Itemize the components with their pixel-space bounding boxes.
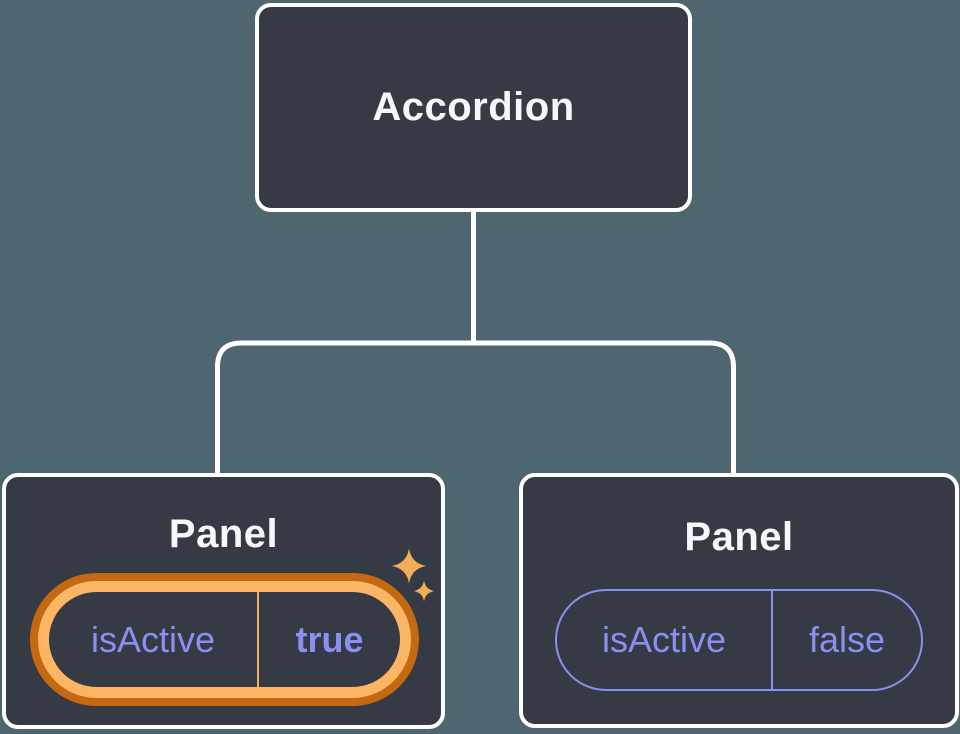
state-pill-divider [771, 591, 773, 689]
state-key-label: isActive [601, 619, 727, 660]
state-pill-active: isActive true [38, 581, 411, 698]
state-pill-divider [257, 592, 259, 687]
accordion-node: Accordion [255, 3, 692, 212]
state-key-label: isActive [90, 618, 216, 660]
connector-branch-bracket [215, 340, 736, 475]
accordion-node-label: Accordion [372, 85, 575, 129]
panel-node-inactive-label: Panel [684, 515, 794, 559]
panel-node-active-label: Panel [168, 512, 279, 556]
state-value-label: true [295, 618, 364, 660]
state-value-label: false [808, 619, 886, 660]
state-pill-inactive: isActive false [555, 589, 923, 691]
